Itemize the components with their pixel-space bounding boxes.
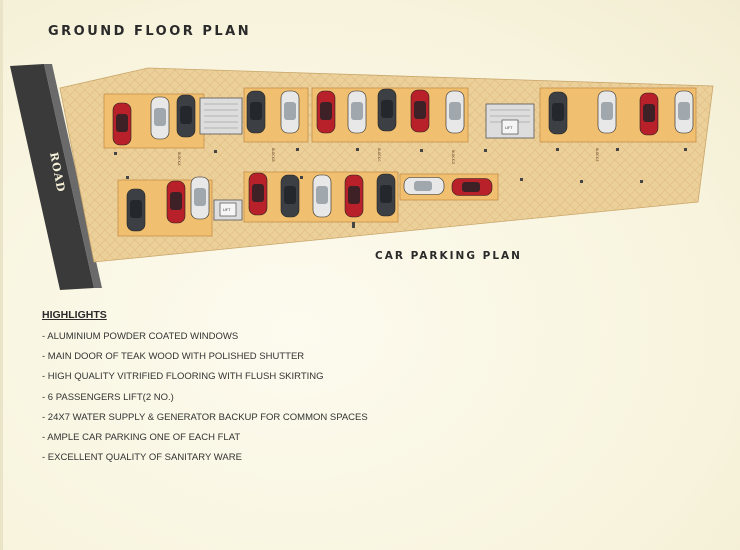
parked-car xyxy=(451,178,493,196)
lift-label-1: LIFT xyxy=(505,126,513,130)
parked-car xyxy=(403,177,445,195)
car-parking-plan-caption: CAR PARKING PLAN xyxy=(375,250,522,262)
parked-car xyxy=(445,90,465,134)
highlight-item: - MAIN DOOR OF TEAK WOOD WITH POLISHED S… xyxy=(42,351,305,363)
parked-cars xyxy=(112,88,694,232)
parked-car xyxy=(312,174,332,218)
lift-core-2: LIFT xyxy=(213,199,243,221)
parked-car xyxy=(166,180,186,224)
parked-car xyxy=(280,90,300,134)
road: ROAD xyxy=(10,64,102,290)
parked-car xyxy=(597,90,617,134)
highlight-item: - 24X7 WATER SUPPLY & GENERATOR BACKUP F… xyxy=(42,411,368,423)
parked-car xyxy=(344,174,364,218)
parked-car xyxy=(246,90,266,134)
highlight-item: - AMPLE CAR PARKING ONE OF EACH FLAT xyxy=(42,431,241,443)
parked-car xyxy=(316,90,336,134)
highlights-list: - ALUMINIUM POWDER COATED WINDOWS - MAIN… xyxy=(42,330,368,471)
block-label-d: BLOCK-D xyxy=(451,150,455,164)
lift-label-2: LIFT xyxy=(223,208,231,212)
parked-car xyxy=(548,91,568,135)
parked-car xyxy=(377,88,397,132)
highlight-item: - HIGH QUALITY VITRIFIED FLOORING WITH F… xyxy=(42,371,324,383)
highlight-item: - 6 PASSENGERS LIFT(2 NO.) xyxy=(42,391,174,403)
parked-car xyxy=(150,96,170,140)
parked-car xyxy=(248,172,268,216)
car-parking-plan: ROAD LIFT L xyxy=(10,64,714,290)
parked-car xyxy=(376,173,396,217)
highlight-item: - ALUMINIUM POWDER COATED WINDOWS xyxy=(42,331,239,342)
columns xyxy=(114,148,687,228)
parked-car xyxy=(190,176,210,220)
block-label-c: BLOCK-C xyxy=(377,148,381,162)
parked-car xyxy=(674,90,694,134)
lift-core-1: LIFT xyxy=(485,103,535,139)
highlight-item: - EXCELLENT QUALITY OF SANITARY WARE xyxy=(42,452,242,464)
block-label-b: BLOCK-B xyxy=(271,148,275,162)
parked-car xyxy=(112,102,132,146)
page-title: GROUND FLOOR PLAN xyxy=(48,24,252,39)
parked-car xyxy=(639,92,659,136)
staircase xyxy=(199,97,243,135)
parked-car xyxy=(347,90,367,134)
parked-car xyxy=(176,94,196,138)
highlights-heading: HIGHLIGHTS xyxy=(42,309,107,321)
parked-car xyxy=(280,174,300,218)
block-label-e: BLOCK-E xyxy=(595,148,599,162)
block-label-a: BLOCK-A xyxy=(177,152,181,166)
parked-car xyxy=(126,188,146,232)
parked-car xyxy=(410,89,430,133)
